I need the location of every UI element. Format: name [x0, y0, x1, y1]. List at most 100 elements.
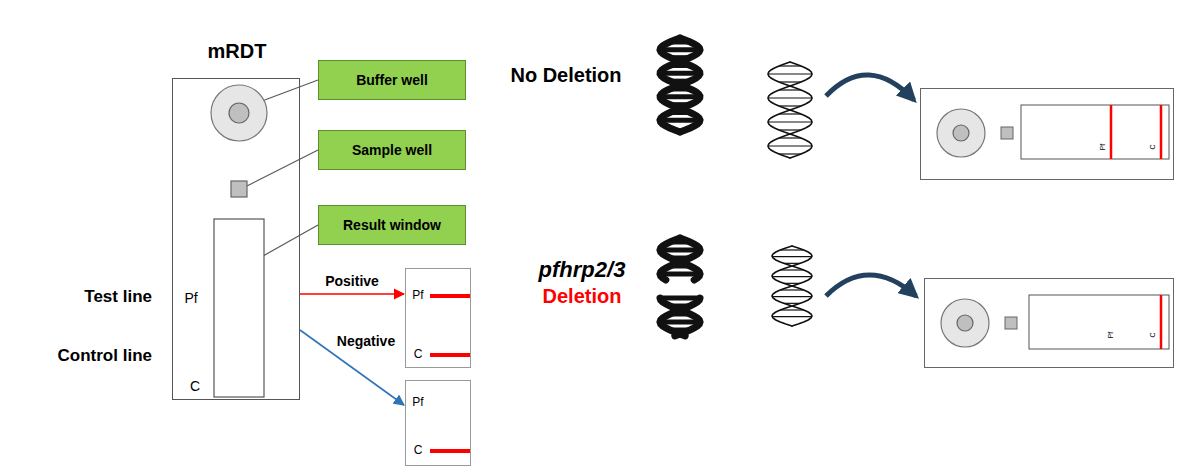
buffer-well-hole [957, 315, 973, 331]
dna-rung [768, 145, 812, 146]
dna-rung [768, 121, 812, 122]
gene-name: pfhrp2/3 [539, 257, 626, 282]
dna-rung [660, 248, 700, 253]
dna-rung [670, 79, 690, 84]
case-label: No Deletion [510, 64, 621, 87]
dna-rung [780, 309, 804, 310]
dna-rung [660, 94, 700, 99]
buffer-well [211, 85, 267, 141]
dna-rung [784, 283, 800, 284]
dna-rung [784, 303, 800, 304]
device-illustration [925, 279, 1173, 367]
dna-strand [660, 38, 700, 132]
dna-rung [670, 256, 690, 261]
dna-rung [779, 137, 801, 138]
dna-rung [670, 55, 690, 60]
sample-well [1005, 317, 1017, 329]
sample-well [231, 181, 247, 197]
rdt-device-small: Pf C [924, 278, 1174, 368]
dna-strand [772, 246, 812, 326]
strip-mark: C [414, 444, 423, 458]
dna-rung [660, 118, 700, 123]
dna-rung [780, 249, 804, 250]
rdt-device-small: Pf C [920, 88, 1174, 180]
dna-rung [670, 110, 690, 115]
test-line-mark: Pf [184, 290, 197, 306]
curved-arrow [826, 75, 914, 100]
test-band [1110, 105, 1113, 159]
device-illustration [921, 89, 1173, 179]
strip-mark: C [414, 348, 423, 362]
dna-rung [768, 97, 812, 98]
dna-rung [779, 65, 801, 66]
dna-strand [772, 246, 812, 326]
dna-strand [660, 38, 700, 132]
dna-rung [779, 129, 801, 130]
sample-well [1001, 127, 1013, 139]
line-label: Control line [58, 346, 152, 366]
dna-strand [660, 238, 700, 280]
dna-strand [660, 298, 700, 336]
tiny-mark: Pf [1107, 332, 1115, 339]
dna-rung [670, 40, 690, 45]
strip-mark: Pf [412, 289, 423, 303]
dna-icons [660, 38, 812, 336]
control-line-mark: C [190, 378, 200, 394]
dna-rung [772, 276, 812, 277]
leader-line [247, 150, 318, 186]
buffer-well [937, 109, 985, 157]
control-band [1160, 105, 1163, 159]
edge-label: Negative [335, 332, 397, 348]
box-label: Buffer well [356, 72, 428, 88]
callout-box: Sample well [318, 130, 466, 170]
device-illustration [173, 79, 299, 399]
dna-rung [772, 296, 812, 297]
rdt-device: mRDTPfC [172, 78, 300, 400]
case-label: Deletion [543, 285, 622, 308]
control-band [430, 449, 470, 453]
dna-rung [670, 240, 690, 245]
dna-rung [768, 73, 812, 74]
tiny-mark: Pf [1099, 144, 1107, 151]
dna-strand [660, 298, 700, 336]
callout-box: Buffer well [318, 60, 466, 100]
dna-strand [768, 62, 812, 158]
dna-rung [670, 87, 690, 92]
dna-rung [772, 256, 812, 257]
dna-rung [670, 264, 690, 269]
dna-rung [660, 296, 700, 301]
box-label: Result window [343, 217, 441, 233]
line-label: Test line [84, 287, 152, 307]
positive-arrow [300, 293, 404, 295]
strip-mark: Pf [412, 396, 423, 410]
buffer-well [941, 299, 989, 347]
dna-rung [670, 328, 690, 333]
test-band [430, 294, 470, 298]
negative-arrow [300, 330, 404, 405]
dna-rung [660, 320, 700, 325]
device-title: mRDT [208, 40, 267, 63]
control-band [1160, 295, 1163, 349]
buffer-well-hole [229, 103, 249, 123]
buffer-well-hole [953, 125, 969, 141]
dna-rung [780, 269, 804, 270]
result-strip: PfC [405, 268, 471, 368]
dna-rung [779, 153, 801, 154]
dna-rung [779, 113, 801, 114]
leader-line [263, 225, 318, 256]
result-window [1029, 295, 1169, 349]
dna-rung [784, 263, 800, 264]
dna-rung [779, 105, 801, 106]
callout-box: Result window [318, 205, 466, 245]
dna-rung [779, 81, 801, 82]
leader-line [262, 80, 318, 101]
tiny-mark: C [1149, 144, 1157, 149]
result-strip: PfC [405, 380, 471, 466]
dna-rung [660, 47, 700, 52]
dna-rung [670, 312, 690, 317]
dna-rung [780, 289, 804, 290]
edge-label: Positive [323, 273, 381, 289]
dna-rung [670, 63, 690, 68]
box-label: Sample well [352, 142, 432, 158]
tiny-mark: C [1149, 332, 1157, 337]
